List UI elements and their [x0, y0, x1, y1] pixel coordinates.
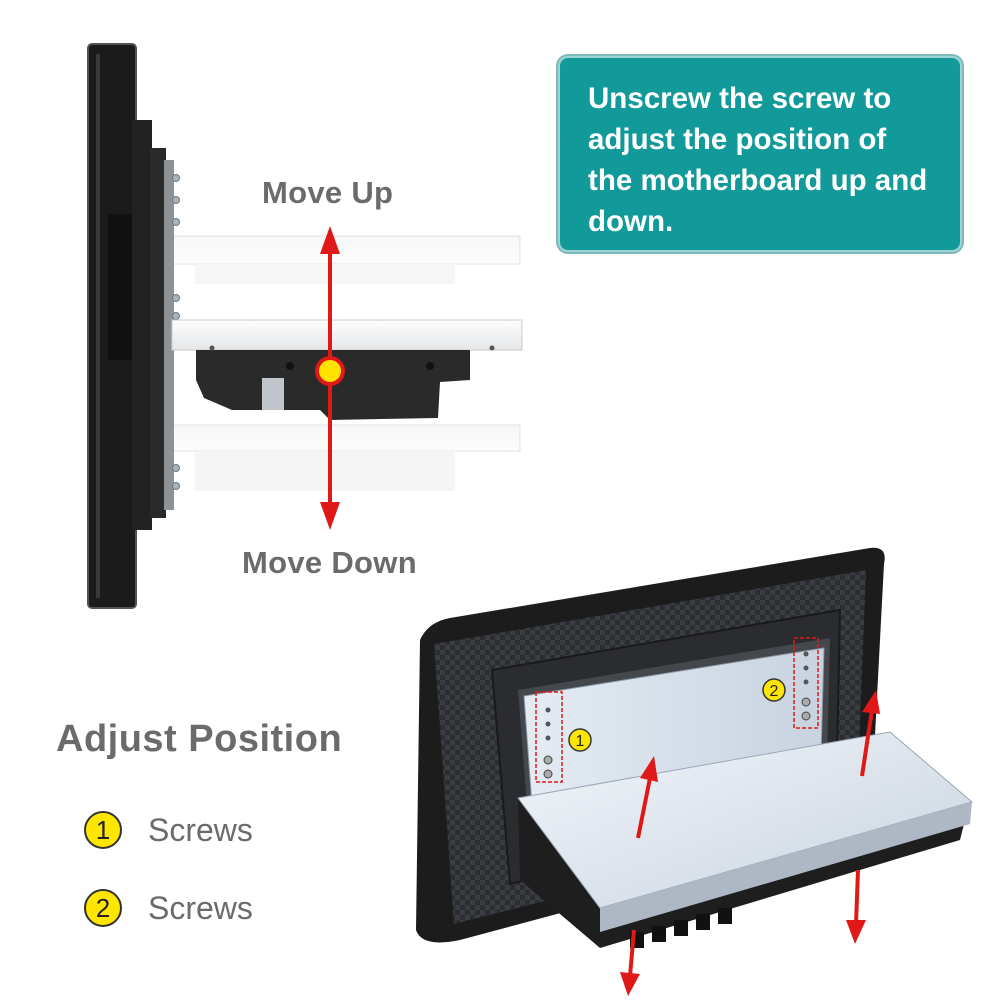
adjust-arrows: [620, 690, 880, 996]
bracket-screws: [172, 174, 180, 490]
number-badge-2: 2: [84, 889, 122, 927]
motherboard-box: [517, 731, 974, 948]
number-badge-1: 1: [84, 811, 122, 849]
marker-2-text: 2: [770, 683, 779, 700]
screw-group-1: [535, 691, 563, 783]
instruction-text: Unscrew the screw to adjust the position…: [588, 82, 928, 238]
monitor-frame: [87, 43, 174, 609]
screw-group-2: [793, 637, 819, 729]
legend-item-2: 2 Screws: [84, 886, 253, 930]
motherboard-plate: [171, 319, 523, 420]
move-up-down-arrow: [315, 226, 345, 530]
legend-item-1: 1 Screws: [84, 808, 253, 852]
perspective-view-illustration: 1 2: [416, 547, 974, 996]
ghost-plate-upper: [171, 235, 521, 284]
legend-title: Adjust Position: [56, 718, 343, 760]
ghost-plate-lower: [171, 424, 521, 491]
instruction-callout: Unscrew the screw to adjust the position…: [558, 56, 962, 252]
marker-1-text: 1: [576, 733, 585, 750]
marker-1: 1: [568, 728, 592, 752]
move-up-label: Move Up: [262, 175, 394, 210]
legend-item-label: Screws: [148, 889, 253, 926]
side-view-illustration: [87, 43, 523, 609]
legend-item-label: Screws: [148, 811, 253, 848]
marker-2: 2: [762, 678, 786, 702]
move-down-label: Move Down: [242, 545, 417, 580]
